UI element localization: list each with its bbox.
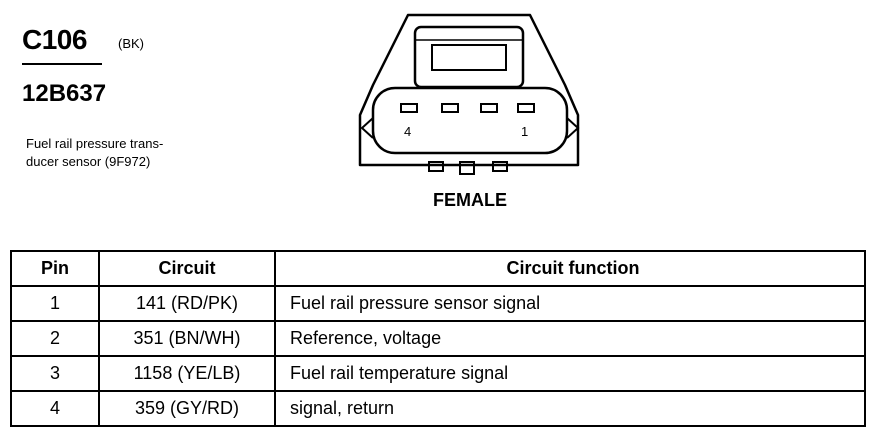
terminal-slot-2 bbox=[480, 103, 498, 113]
row-function: Reference, voltage bbox=[274, 320, 866, 357]
row-pin: 4 bbox=[10, 390, 100, 427]
row-circuit: 351 (BN/WH) bbox=[98, 320, 276, 357]
table-row: 2 351 (BN/WH) Reference, voltage bbox=[10, 320, 866, 357]
latch-tab bbox=[431, 44, 507, 71]
table-row: 1 141 (RD/PK) Fuel rail pressure sensor … bbox=[10, 285, 866, 322]
row-circuit: 359 (GY/RD) bbox=[98, 390, 276, 427]
header-circuit-function: Circuit function bbox=[274, 250, 866, 287]
connector-outer-shell bbox=[358, 13, 580, 167]
row-function: Fuel rail pressure sensor signal bbox=[274, 285, 866, 322]
terminal-slot-4 bbox=[400, 103, 418, 113]
connector-description: Fuel rail pressure trans- ducer sensor (… bbox=[26, 136, 164, 169]
connector-color: (BK) bbox=[118, 36, 144, 51]
table-row: 4 359 (GY/RD) signal, return bbox=[10, 390, 866, 427]
table-row: 3 1158 (YE/LB) Fuel rail temperature sig… bbox=[10, 355, 866, 392]
side-key-left bbox=[360, 117, 374, 139]
table-header-row: Pin Circuit Circuit function bbox=[10, 250, 866, 287]
row-pin: 1 bbox=[10, 285, 100, 322]
bottom-tab-left bbox=[428, 161, 444, 172]
bottom-tab-center bbox=[459, 161, 475, 175]
connector-id: C106 bbox=[22, 24, 87, 55]
row-function: signal, return bbox=[274, 390, 866, 427]
terminal-housing bbox=[371, 86, 569, 155]
side-key-right bbox=[566, 117, 580, 139]
connector-gender-label: FEMALE bbox=[433, 190, 507, 210]
connector-face-diagram: 4 1 bbox=[358, 13, 580, 175]
header-circuit: Circuit bbox=[98, 250, 276, 287]
pin-label-left: 4 bbox=[404, 124, 411, 139]
row-pin: 3 bbox=[10, 355, 100, 392]
terminal-slot-3 bbox=[441, 103, 459, 113]
part-number: 12B637 bbox=[22, 80, 107, 107]
row-circuit: 141 (RD/PK) bbox=[98, 285, 276, 322]
pin-label-right: 1 bbox=[521, 124, 528, 139]
bottom-tab-right bbox=[492, 161, 508, 172]
terminal-slot-1 bbox=[517, 103, 535, 113]
connector-id-underline bbox=[22, 63, 102, 65]
header-pin: Pin bbox=[10, 250, 100, 287]
row-circuit: 1158 (YE/LB) bbox=[98, 355, 276, 392]
row-function: Fuel rail temperature signal bbox=[274, 355, 866, 392]
row-pin: 2 bbox=[10, 320, 100, 357]
pinout-table: Pin Circuit Circuit function 1 141 (RD/P… bbox=[10, 250, 866, 427]
